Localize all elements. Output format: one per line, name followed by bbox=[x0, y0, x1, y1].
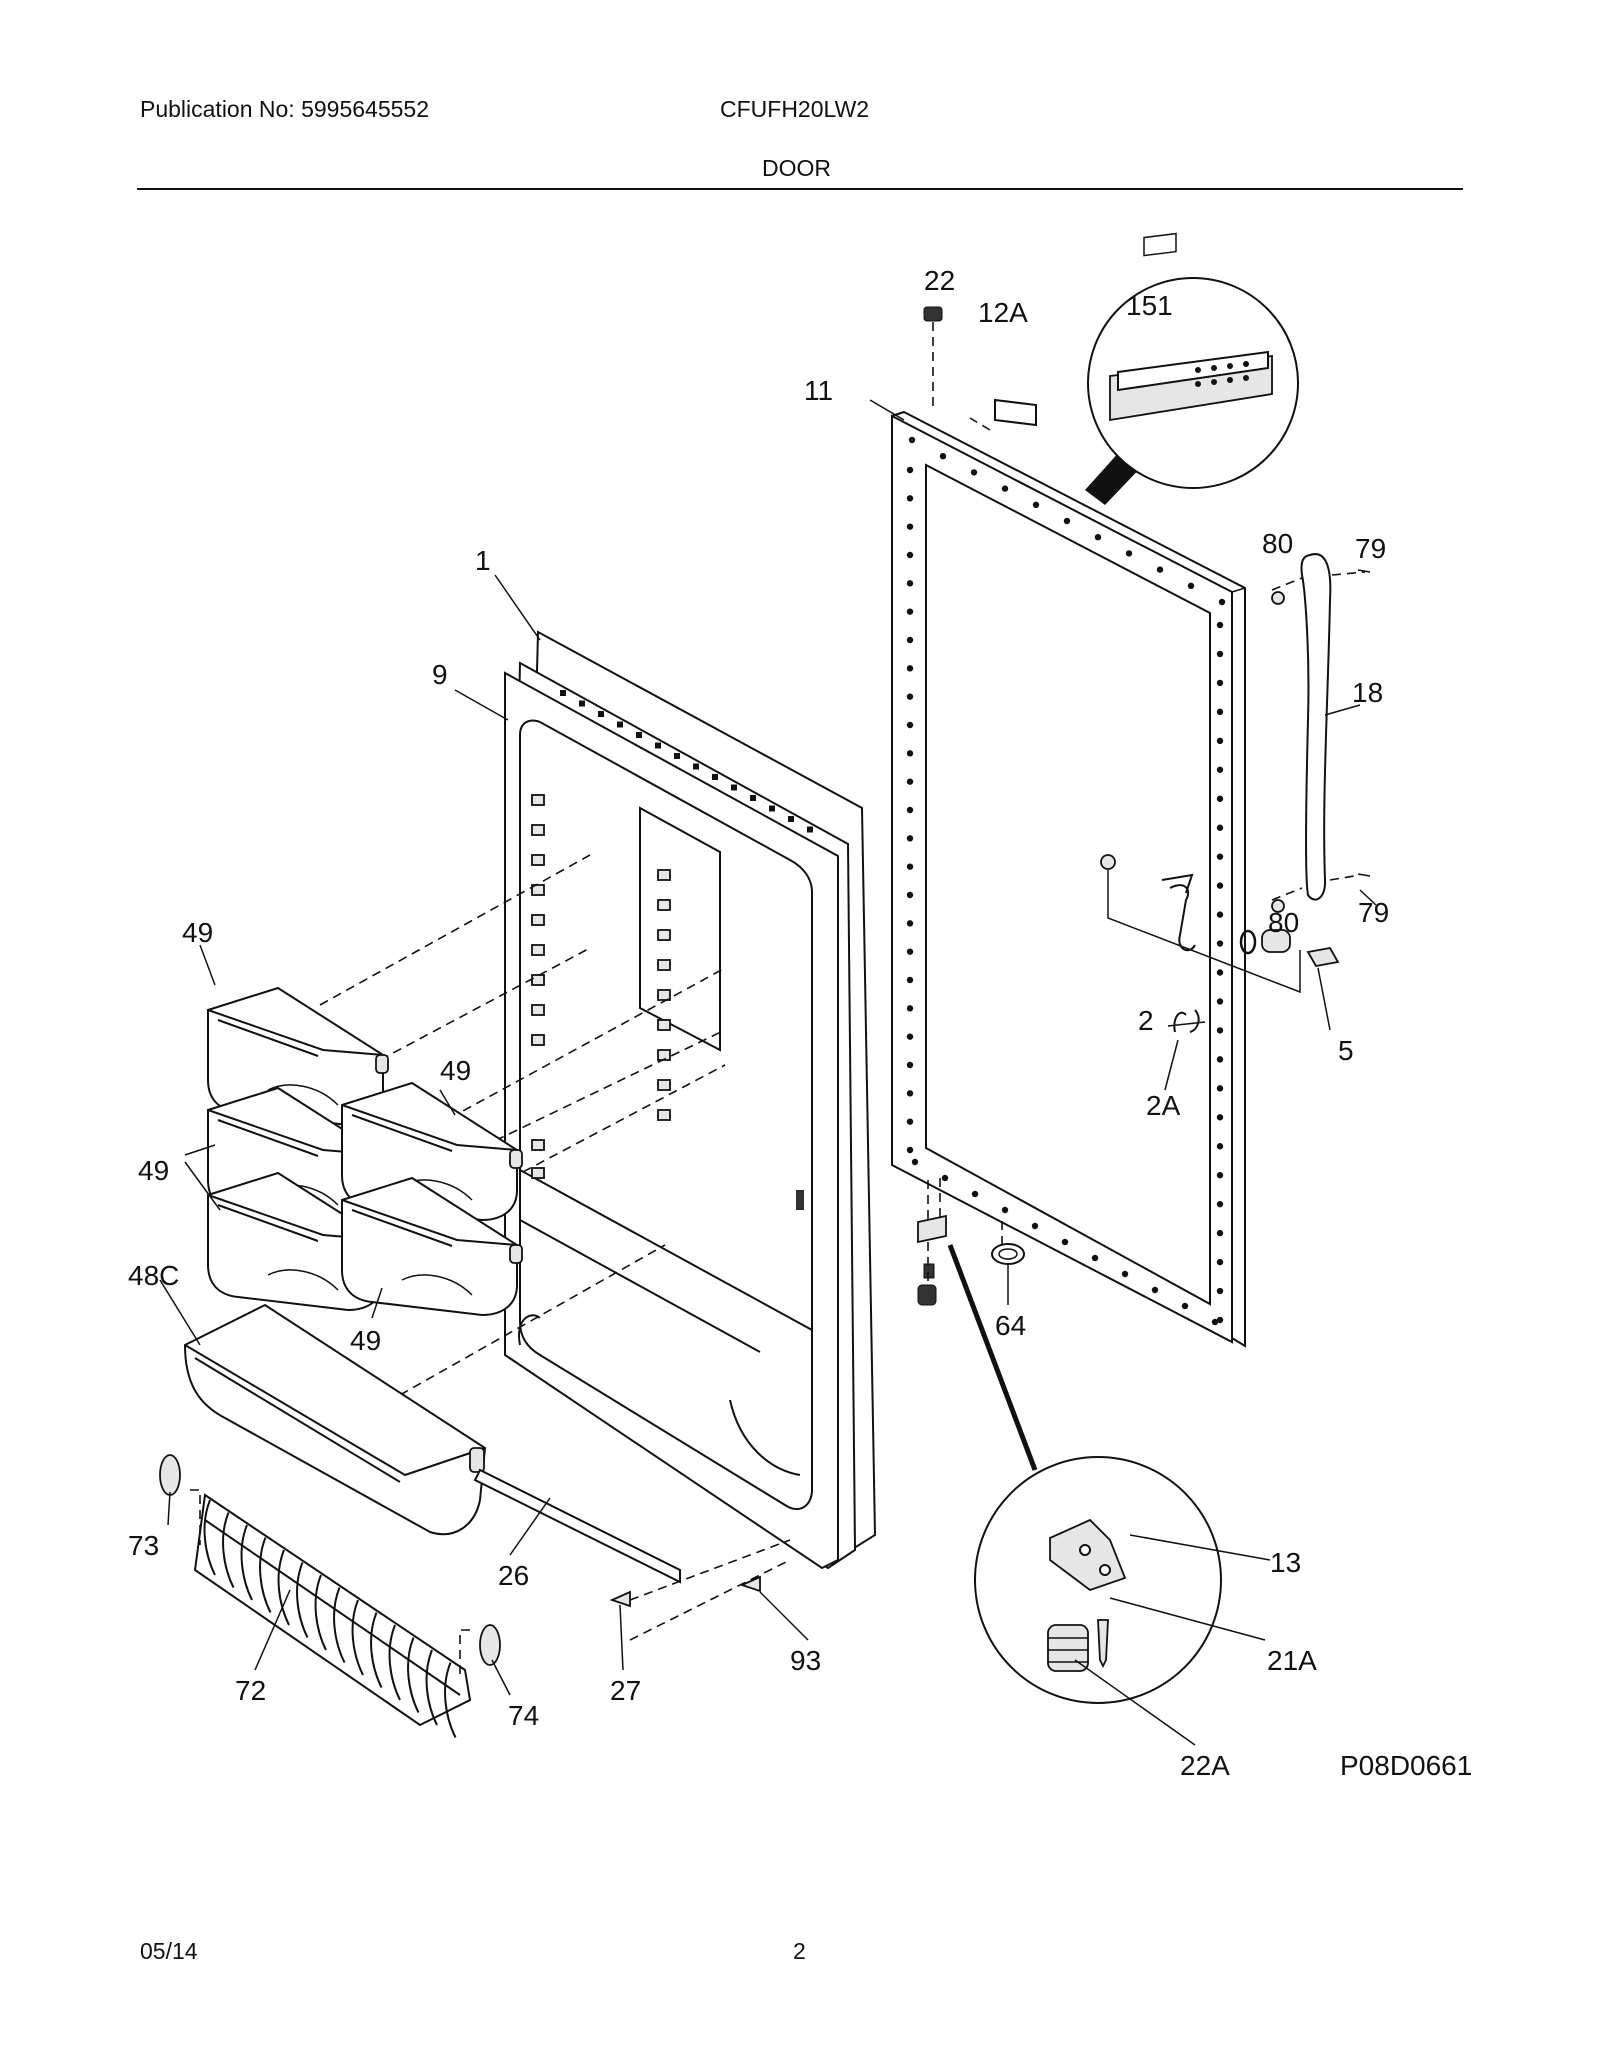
callout-49-top: 49 bbox=[182, 917, 213, 948]
callout-11: 11 bbox=[804, 375, 833, 406]
leader-lines bbox=[159, 399, 1377, 1746]
callout-79-top: 79 bbox=[1355, 533, 1386, 564]
lower-hinge-parts bbox=[917, 1178, 1222, 1704]
callout-18: 18 bbox=[1352, 677, 1383, 708]
callout-93: 93 bbox=[790, 1645, 821, 1676]
callout-80-bottom: 80 bbox=[1268, 907, 1299, 938]
callout-73: 73 bbox=[128, 1530, 159, 1561]
publication-number: Publication No: 5995645552 bbox=[140, 96, 430, 122]
inner-door-liner bbox=[503, 630, 877, 1570]
callout-72: 72 bbox=[235, 1675, 266, 1706]
callout-12a: 12A bbox=[978, 297, 1028, 328]
outer-door-panel bbox=[891, 410, 1246, 1348]
callout-151: 151 bbox=[1126, 290, 1173, 321]
callout-27: 27 bbox=[610, 1675, 641, 1706]
callout-21a: 21A bbox=[1267, 1645, 1317, 1676]
callout-80-top: 80 bbox=[1262, 528, 1293, 559]
callout-49-bottom: 49 bbox=[350, 1325, 381, 1356]
model-number: CFUFH20LW2 bbox=[720, 96, 870, 122]
callout-2: 2 bbox=[1138, 1005, 1154, 1036]
callout-79-bottom: 79 bbox=[1358, 897, 1389, 928]
section-title: DOOR bbox=[762, 155, 831, 181]
callout-26: 26 bbox=[498, 1560, 529, 1591]
lock-assembly bbox=[1100, 854, 1340, 1033]
footer-date: 05/14 bbox=[140, 1938, 198, 1964]
control-panel-inset bbox=[1085, 232, 1299, 505]
footer-page-number: 2 bbox=[793, 1938, 806, 1964]
callout-1: 1 bbox=[475, 545, 491, 576]
bin-guide-lines bbox=[319, 854, 726, 1396]
door-rail bbox=[473, 1468, 791, 1641]
header-rule bbox=[137, 188, 1463, 190]
callout-48c: 48C bbox=[128, 1260, 179, 1291]
door-bins bbox=[207, 986, 523, 1317]
diagram-code: P08D0661 bbox=[1340, 1750, 1472, 1781]
callout-5: 5 bbox=[1338, 1035, 1354, 1066]
callouts: 22 12A 151 11 1 9 80 79 18 80 79 2 5 2A … bbox=[128, 265, 1472, 1781]
callout-13: 13 bbox=[1270, 1547, 1301, 1578]
wine-rack bbox=[159, 1454, 501, 1738]
callout-74: 74 bbox=[508, 1700, 539, 1731]
callout-22: 22 bbox=[924, 265, 955, 296]
label-and-plug bbox=[923, 306, 1037, 431]
callout-2a: 2A bbox=[1146, 1090, 1181, 1121]
bottom-bin bbox=[183, 1303, 487, 1536]
callout-49-left: 49 bbox=[138, 1155, 169, 1186]
door-handle bbox=[1271, 553, 1371, 913]
callout-64: 64 bbox=[995, 1310, 1026, 1341]
callout-49-right: 49 bbox=[440, 1055, 471, 1086]
callout-22a: 22A bbox=[1180, 1750, 1230, 1781]
callout-9: 9 bbox=[432, 659, 448, 690]
